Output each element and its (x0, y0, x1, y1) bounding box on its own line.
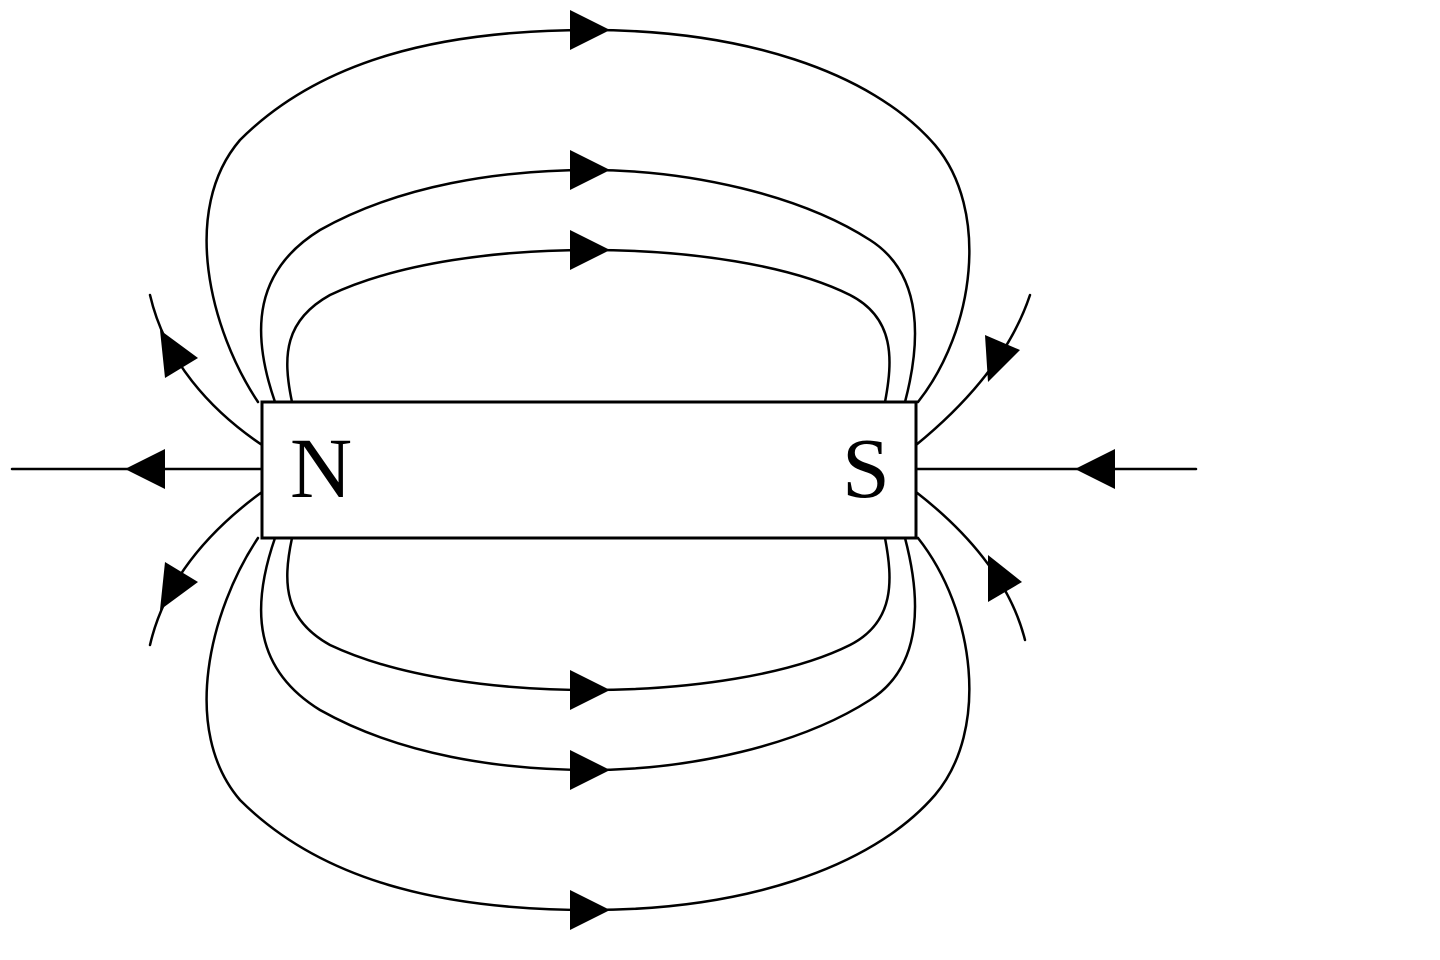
field-line-top-outer (205, 28, 971, 404)
south-pole-label: S (842, 420, 890, 516)
bar-magnet (260, 400, 918, 540)
arrow-right-icon (570, 750, 610, 790)
field-line-left-lower-spray (148, 490, 264, 647)
arrow-down-left-icon (985, 335, 1020, 382)
arrow-right-icon (570, 150, 610, 190)
field-line-bottom-middle (259, 536, 917, 772)
field-line-left-upper-spray (148, 293, 264, 447)
field-line-right-upper-spray (914, 293, 1032, 447)
arrow-right-icon (570, 10, 610, 50)
arrow-left-icon (1075, 449, 1115, 489)
arrow-up-left-icon (160, 330, 198, 378)
arrow-right-icon (570, 890, 610, 930)
arrow-right-icon (570, 670, 610, 710)
field-line-right-lower-spray (914, 490, 1027, 642)
field-line-top-middle (259, 168, 917, 404)
field-line-bottom-inner (286, 536, 891, 692)
arrow-right-icon (570, 230, 610, 270)
arrow-up-left-icon (988, 555, 1022, 602)
arrow-left-icon (125, 449, 165, 489)
field-line-bottom-outer (205, 536, 971, 912)
field-line-top-inner (286, 248, 891, 404)
arrow-down-left-icon (160, 562, 198, 610)
north-pole-label: N (290, 420, 352, 516)
